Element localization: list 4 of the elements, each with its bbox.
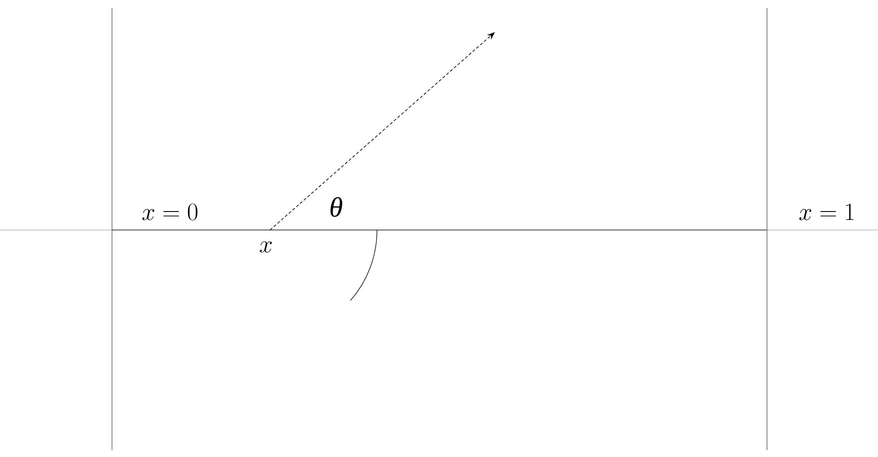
math-label: $x = 0$ xyxy=(142,204,198,220)
math-label: $x = 1$ xyxy=(799,204,854,220)
math-label: θ xyxy=(330,197,342,217)
math-label: $x$ xyxy=(260,241,272,253)
